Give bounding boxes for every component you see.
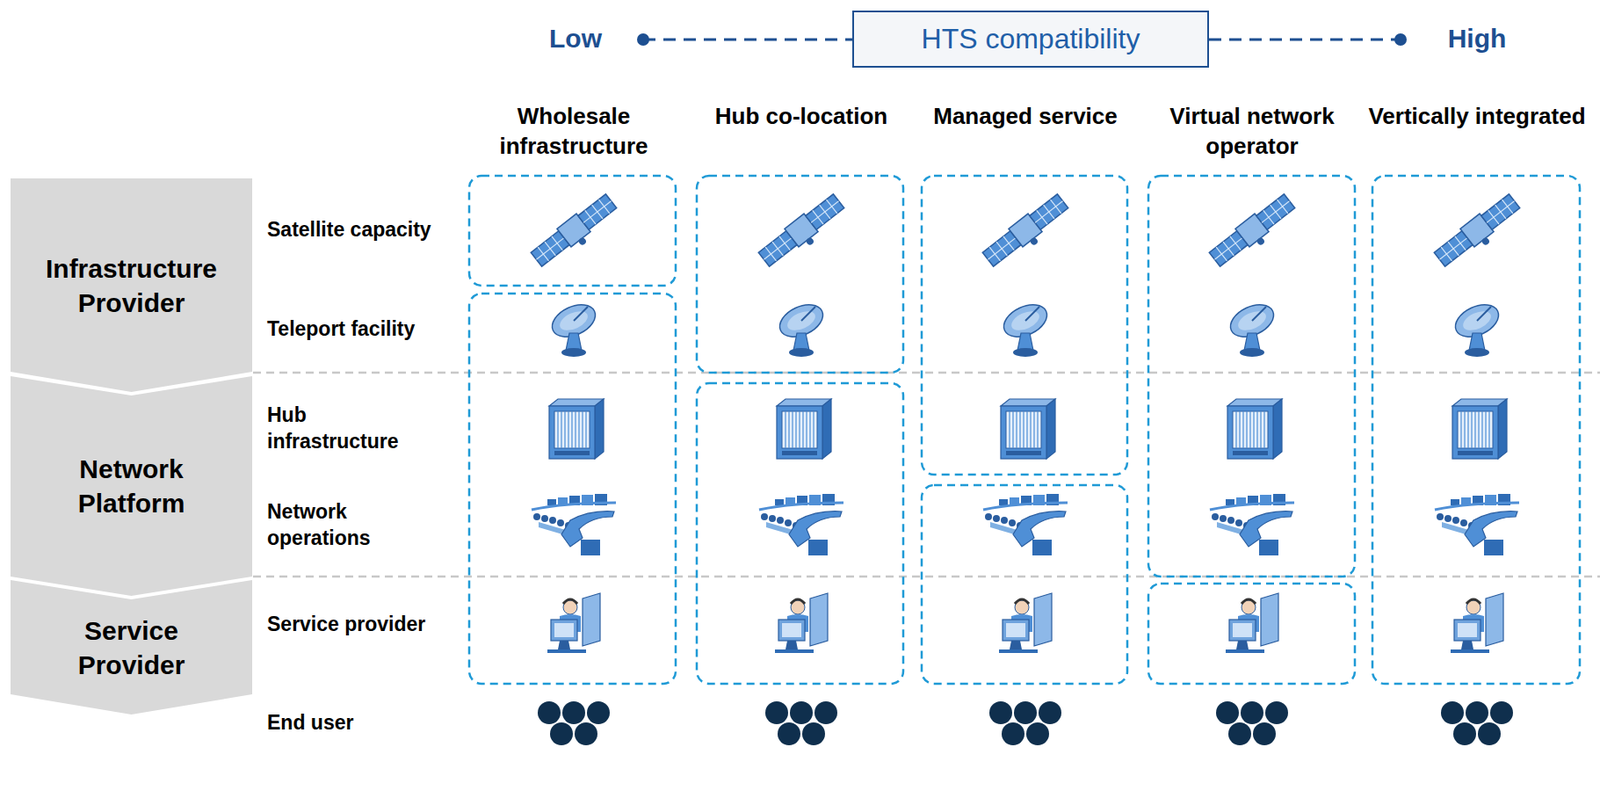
satellite-icon	[1432, 192, 1525, 274]
row-label: Satellite capacity	[267, 217, 443, 244]
row-label: Network operations	[267, 499, 443, 552]
service-desk-icon	[547, 593, 601, 653]
stage-chevron-band: Network Platform	[10, 376, 253, 596]
stage-name: Service Provider	[36, 613, 226, 682]
row-label: Service provider	[267, 611, 443, 638]
axis-title: HTS compatibility	[921, 21, 1141, 58]
end-user-dots	[765, 701, 838, 746]
icon-grid	[528, 192, 1525, 746]
teleport-dish-icon	[1450, 298, 1505, 357]
column-header: Vertically integrated	[1367, 101, 1587, 132]
end-user-dots	[537, 701, 610, 746]
hub-rack-icon	[549, 398, 604, 459]
chevron-fill	[10, 178, 253, 392]
satellite-icon	[1207, 192, 1300, 274]
chevron-shape	[10, 376, 253, 596]
row-separators	[253, 372, 1600, 577]
hub-rack-icon	[1452, 398, 1507, 459]
column-header: Hub co-location	[691, 101, 912, 132]
service-desk-icon	[1450, 593, 1504, 653]
hub-rack-icon	[1000, 398, 1056, 459]
chevron-shape	[10, 178, 253, 392]
network-ops-icon	[983, 493, 1068, 556]
axis-end-label: High	[1419, 21, 1535, 56]
axis-end-label: Low	[527, 21, 624, 56]
end-user-dots	[1216, 701, 1289, 746]
satellite-icon	[756, 192, 849, 274]
column-header: Wholesale infrastructure	[463, 101, 684, 162]
network-ops-icon	[1434, 493, 1520, 556]
teleport-dish-icon	[547, 298, 601, 357]
network-ops-icon	[1209, 493, 1295, 556]
chevron-fill	[10, 579, 253, 715]
end-user-dots	[989, 701, 1062, 746]
hub-rack-icon	[1227, 398, 1282, 459]
satellite-icon	[528, 192, 622, 274]
group-boxes	[469, 175, 1580, 684]
service-desk-icon	[999, 593, 1052, 653]
row-label: Hub infrastructure	[267, 402, 443, 456]
column-header: Managed service	[915, 101, 1136, 132]
network-ops-icon	[759, 493, 844, 556]
chevron-shape	[10, 579, 253, 715]
column-header: Virtual network operator	[1133, 101, 1371, 162]
stage-name: Network Platform	[36, 451, 226, 521]
hub-rack-icon	[776, 398, 832, 459]
stage-name: Infrastructure Provider	[36, 251, 226, 320]
teleport-dish-icon	[1225, 298, 1280, 357]
teleport-dish-icon	[774, 298, 829, 357]
teleport-dish-icon	[999, 298, 1053, 357]
end-user-dots	[1440, 701, 1514, 746]
row-label: End user	[267, 709, 443, 737]
service-desk-icon	[774, 593, 828, 653]
axis-title-box: HTS compatibility	[852, 10, 1210, 68]
stage-chevron-band: Service Provider	[10, 579, 253, 715]
service-desk-icon	[1225, 593, 1279, 653]
chevron-fill	[10, 376, 253, 596]
satellite-icon	[980, 192, 1073, 274]
stage-chevron-band: Infrastructure Provider	[10, 178, 253, 392]
row-label: Teleport facility	[267, 316, 443, 343]
network-ops-icon	[531, 493, 616, 556]
